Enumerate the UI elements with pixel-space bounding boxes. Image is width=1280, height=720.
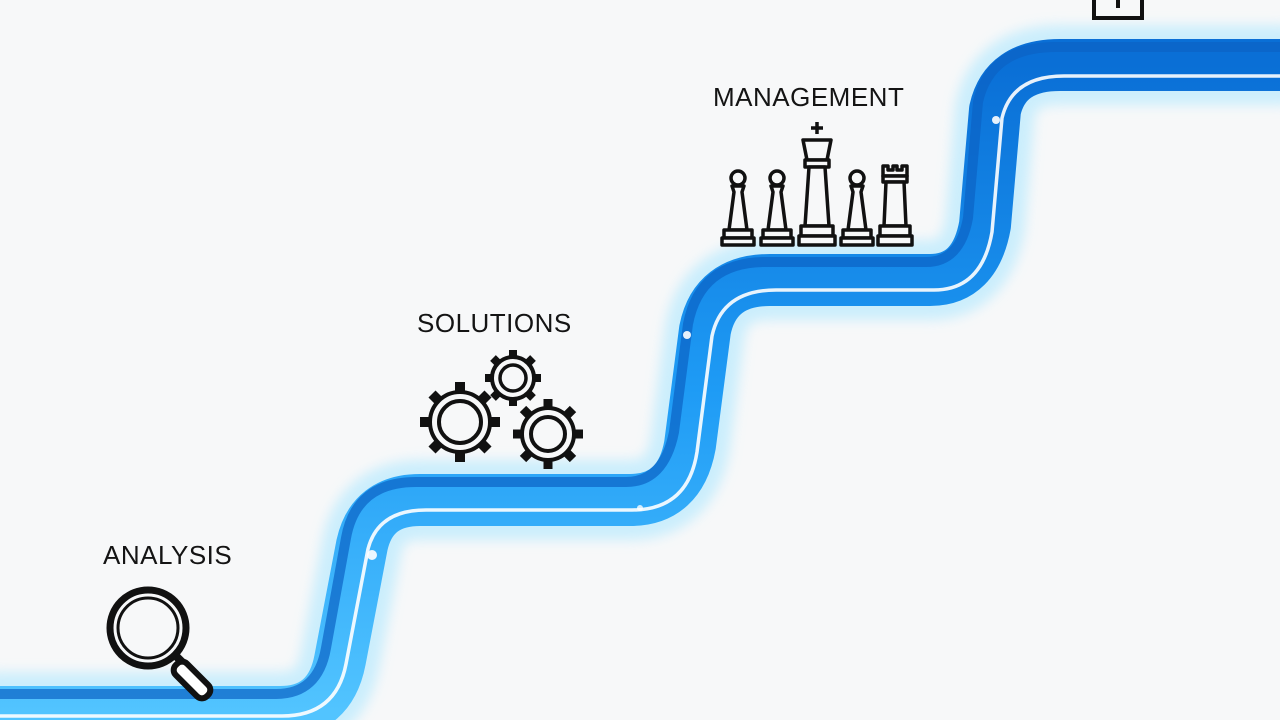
- gears-icon: [412, 346, 592, 477]
- partial-top-icon: [1088, 0, 1148, 27]
- sparkle: [992, 116, 1000, 124]
- sparkle: [637, 505, 643, 511]
- staircase-highlight: [0, 74, 1280, 718]
- chess-pieces-icon: [718, 118, 918, 255]
- sparkle: [367, 550, 377, 560]
- step-label-analysis: ANALYSIS: [103, 540, 233, 570]
- step-label-management: MANAGEMENT: [713, 82, 905, 112]
- staircase-top-edge: [0, 42, 1280, 699]
- step-label-solutions: SOLUTIONS: [417, 308, 572, 338]
- staircase-band: [0, 39, 1280, 720]
- sparkle: [683, 331, 691, 339]
- magnifier-icon: [104, 584, 228, 707]
